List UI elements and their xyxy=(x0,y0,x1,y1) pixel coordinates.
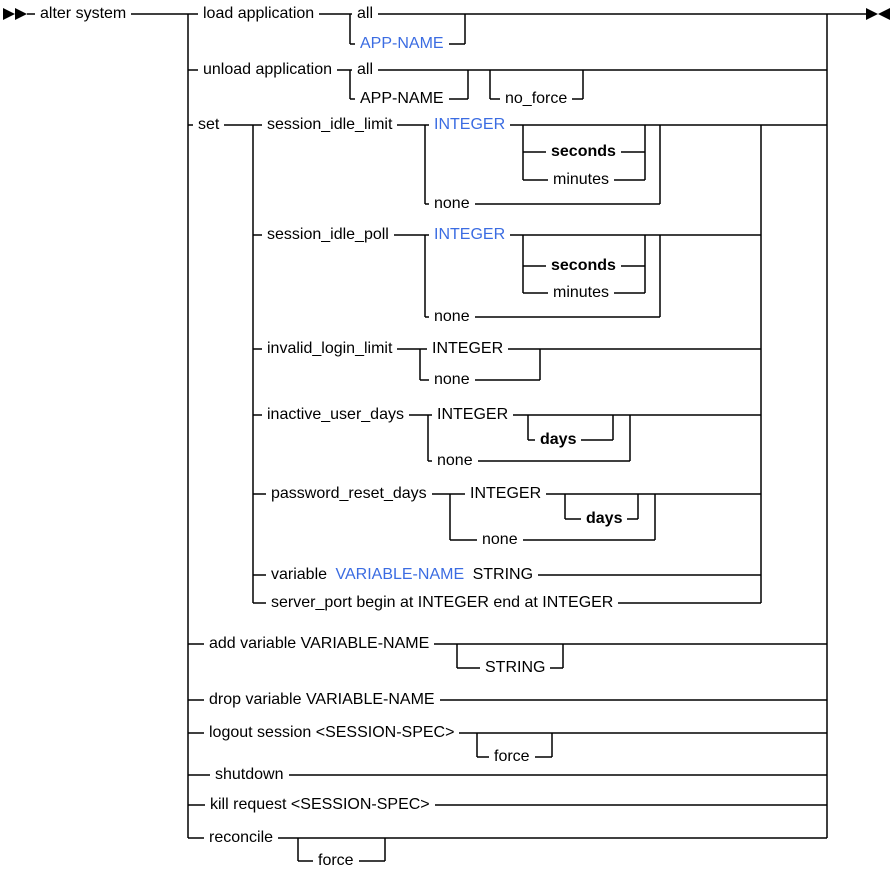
keyword-shutdown: shutdown xyxy=(210,765,289,785)
keyword-alter-system: alter system xyxy=(35,4,132,24)
keyword-minutes: minutes xyxy=(548,283,615,303)
terminal-app-name-link[interactable]: APP-NAME xyxy=(355,34,449,54)
terminal-app-name: APP-NAME xyxy=(355,89,449,109)
keyword-load-all: all xyxy=(352,4,379,24)
keyword-password-reset-days: password_reset_days xyxy=(266,484,432,504)
terminal-integer-link[interactable]: INTEGER xyxy=(429,225,511,245)
keyword-server-port: server_port begin at INTEGER end at INTE… xyxy=(266,593,619,613)
keyword-days: days xyxy=(535,430,582,450)
start-arrow-icon xyxy=(15,8,27,20)
terminal-integer-link[interactable]: INTEGER xyxy=(429,115,511,135)
terminal-string: STRING xyxy=(480,658,551,678)
keyword-none: none xyxy=(432,451,478,471)
keyword-unload-all: all xyxy=(352,60,379,80)
keyword-add-variable: add variable VARIABLE-NAME xyxy=(204,634,435,654)
keyword-minutes: minutes xyxy=(548,170,615,190)
keyword-reconcile: reconcile xyxy=(204,828,279,848)
keyword-seconds: seconds xyxy=(546,256,621,276)
variable-row: variable VARIABLE-NAME STRING xyxy=(266,565,539,585)
keyword-inactive-user-days: inactive_user_days xyxy=(262,405,409,425)
terminal-integer: INTEGER xyxy=(465,484,547,504)
keyword-no-force: no_force xyxy=(500,89,573,109)
start-arrow-icon xyxy=(3,8,15,20)
keyword-invalid-login-limit: invalid_login_limit xyxy=(262,339,398,359)
terminal-string: STRING xyxy=(472,565,534,583)
keyword-seconds: seconds xyxy=(546,142,621,162)
terminal-integer: INTEGER xyxy=(427,339,509,359)
keyword-force: force xyxy=(313,851,359,871)
keyword-drop-variable: drop variable VARIABLE-NAME xyxy=(204,690,440,710)
keyword-days: days xyxy=(581,509,628,529)
keyword-session-idle-limit: session_idle_limit xyxy=(262,115,398,135)
keyword-kill-request: kill request <SESSION-SPEC> xyxy=(205,795,435,815)
keyword-load-application: load application xyxy=(198,4,320,24)
keyword-session-idle-poll: session_idle_poll xyxy=(262,225,394,245)
keyword-none: none xyxy=(477,530,523,550)
keyword-none: none xyxy=(429,194,475,214)
keyword-none: none xyxy=(429,370,475,390)
keyword-none: none xyxy=(429,307,475,327)
keyword-unload-application: unload application xyxy=(198,60,337,80)
keyword-variable: variable xyxy=(271,565,328,583)
terminal-variable-name-link[interactable]: VARIABLE-NAME xyxy=(335,565,465,583)
terminal-integer: INTEGER xyxy=(432,405,514,425)
keyword-force: force xyxy=(489,747,535,767)
end-arrow-icon xyxy=(878,8,890,20)
keyword-set: set xyxy=(193,115,225,135)
end-arrow-icon xyxy=(866,8,878,20)
keyword-logout-session: logout session <SESSION-SPEC> xyxy=(204,723,460,743)
